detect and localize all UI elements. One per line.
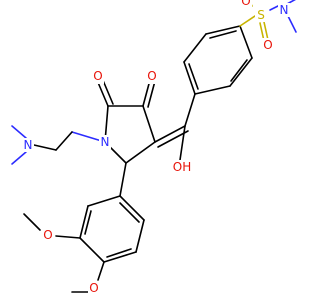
atom-hydroxyl: OH [173, 160, 191, 174]
molecule-structure: O O OH N N S O O N O O [11, 0, 297, 295]
atom-o-methoxy-2: O [89, 281, 98, 295]
atom-n-ring: N [101, 135, 110, 149]
atom-labels: O O OH N N S O O N O O [22, 0, 290, 295]
pyrrolidine-ring [104, 105, 156, 164]
atom-o-methoxy-1: O [43, 228, 52, 242]
methoxy-groups [23, 213, 105, 293]
benzene-ring-top [183, 25, 253, 127]
atom-o-sulfonyl-2: O [241, 0, 250, 8]
benzene-ring-bottom [79, 162, 145, 263]
atom-o-carbonyl-2: O [147, 69, 156, 83]
atom-n-amine: N [24, 138, 33, 152]
atom-n-sulfonamide: N [280, 3, 289, 17]
atom-o-sulfonyl-1: O [263, 38, 272, 52]
exocyclic-alkene [154, 125, 189, 161]
atom-s-sulfonyl: S [257, 8, 265, 22]
carbonyl-bonds [96, 77, 156, 108]
atom-o-carbonyl-1: O [93, 69, 102, 83]
